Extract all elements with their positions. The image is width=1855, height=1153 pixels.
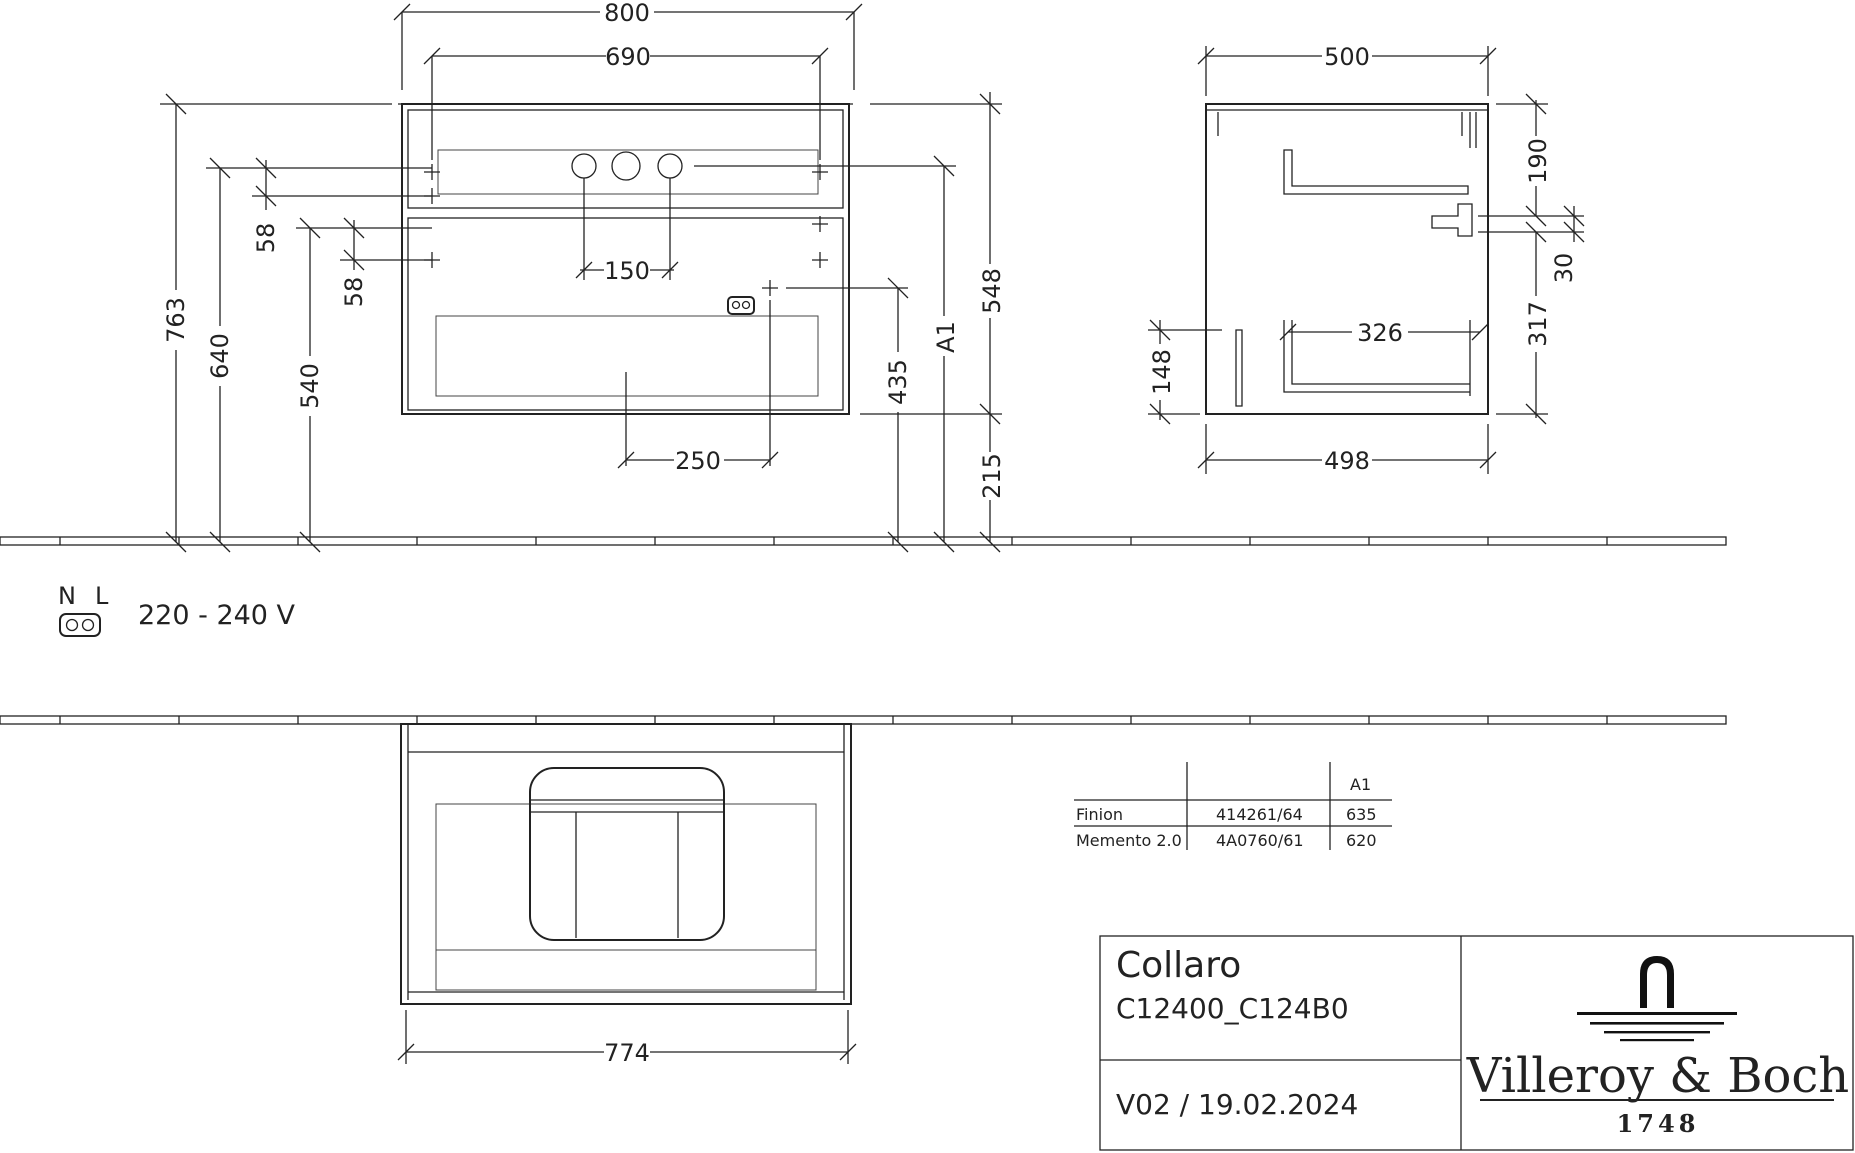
dim-bottom-width: 774: [604, 1039, 650, 1067]
title-block: Collaro C12400_C124B0 V02 / 19.02.2024 V…: [1099, 935, 1854, 1151]
dim-front-inner-width: 690: [605, 43, 651, 71]
dim-height-435: 435: [884, 359, 912, 405]
brand-year: 1748: [1617, 1109, 1700, 1138]
variant-1-name: Finion: [1076, 805, 1123, 824]
dim-floor-clearance: 215: [978, 453, 1006, 499]
variant-2-code: 4A0760/61: [1216, 831, 1304, 850]
side-cabinet-outline: [1205, 103, 1489, 415]
variants-table: A1 Finion 414261/64 635 Memento 2.0 4A07…: [1074, 762, 1392, 850]
electrical-note: N L 220 - 240 V: [58, 582, 296, 637]
dim-side-30: 30: [1550, 253, 1578, 284]
front-socket-icon: [727, 296, 755, 315]
article-codes: C12400_C124B0: [1116, 992, 1349, 1025]
siphon-circle-right: [657, 153, 683, 179]
dim-height-640: 640: [206, 333, 234, 379]
dim-side-148: 148: [1148, 349, 1176, 395]
voltage-label: 220 - 240 V: [138, 600, 296, 631]
variant-1-a1: 635: [1346, 805, 1377, 824]
dim-side-326: 326: [1357, 319, 1403, 347]
version-date: V02 / 19.02.2024: [1116, 1088, 1358, 1121]
side-elevation: 500 498 326: [1148, 43, 1585, 475]
dim-side-190: 190: [1524, 138, 1552, 184]
brand-logo-mark: [1577, 956, 1737, 1042]
dim-front-width: 800: [604, 0, 650, 27]
dim-side-317: 317: [1524, 301, 1552, 347]
product-name: Collaro: [1116, 945, 1241, 986]
variant-2-name: Memento 2.0: [1076, 831, 1182, 850]
dim-side-depth: 500: [1324, 43, 1370, 71]
dim-overall-height: 763: [162, 297, 190, 343]
front-upper-drawer: [407, 109, 844, 209]
variant-1-code: 414261/64: [1216, 805, 1303, 824]
live-label: L: [95, 582, 109, 610]
dim-A1: A1: [932, 321, 960, 353]
neutral-label: N: [58, 582, 76, 610]
floor-line: [0, 536, 1727, 546]
plan-cabinet-outline: [400, 723, 852, 1005]
side-siphon-connector: [1431, 203, 1473, 237]
plan-view: 774: [397, 723, 857, 1067]
front-elevation: 800 690 150 250: [160, 0, 1006, 553]
wall-line: [0, 715, 1727, 725]
power-socket-icon: [59, 613, 101, 637]
siphon-circle-center: [611, 151, 641, 181]
variants-header-a1: A1: [1350, 775, 1371, 794]
brand-logotype: Villeroy & Boch: [1466, 1048, 1849, 1104]
side-drawer-upper: [1283, 149, 1469, 195]
plan-washbasin: [529, 767, 725, 941]
dim-height-58-lower: 58: [340, 277, 368, 308]
dim-siphon-spacing: 150: [604, 257, 650, 285]
dim-height-540: 540: [296, 363, 324, 409]
dim-socket-offset: 250: [675, 447, 721, 475]
variant-2-a1: 620: [1346, 831, 1377, 850]
dim-cabinet-height: 548: [978, 268, 1006, 314]
dim-side-depth-inner: 498: [1324, 447, 1370, 475]
dim-height-58-upper: 58: [252, 223, 280, 254]
siphon-circle-left: [571, 153, 597, 179]
front-crosshair-markers: [424, 164, 828, 296]
